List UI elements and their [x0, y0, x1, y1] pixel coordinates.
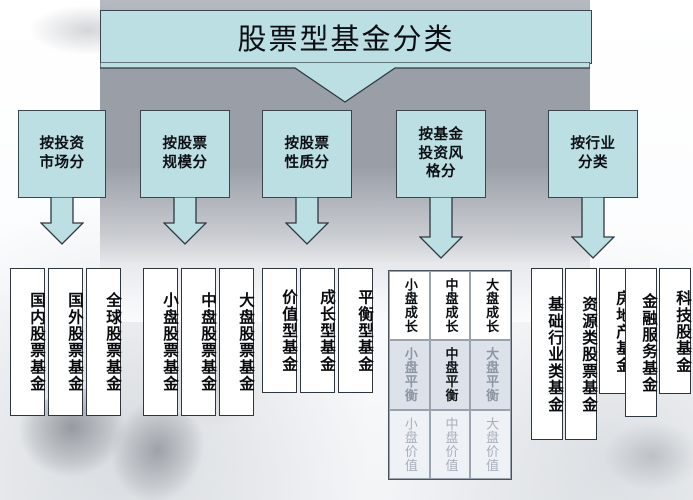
style-cell-small-growth[interactable]: 小盘成长	[389, 271, 430, 341]
leaf-basic-industry-fund[interactable]: 基础行业类基金	[531, 268, 564, 440]
arrow-down-nature-icon	[285, 197, 329, 245]
style-cell-large-value[interactable]: 大盘价值	[470, 409, 511, 479]
arrow-down-industry-icon	[571, 197, 615, 259]
leaf-large-cap-stock-fund[interactable]: 大盘股票基金	[219, 268, 255, 416]
style-cell-mid-value[interactable]: 中盘价值	[429, 409, 471, 479]
category-market-box[interactable]: 按投资 市场分	[18, 110, 106, 198]
category-nature[interactable]: 按股票 性质分	[262, 110, 352, 245]
leaf-domestic-stock-fund[interactable]: 国内股票基金	[10, 268, 46, 416]
category-nature-box[interactable]: 按股票 性质分	[262, 110, 352, 198]
arrow-down-scale-icon	[163, 197, 207, 245]
leaf-global-stock-fund[interactable]: 全球股票基金	[86, 268, 122, 416]
category-scale-box[interactable]: 按股票 规模分	[140, 110, 230, 198]
style-cell-small-balanced[interactable]: 小盘平衡	[389, 340, 430, 410]
category-style-line1: 按基金	[418, 126, 464, 143]
category-industry-box[interactable]: 按行业 分类	[548, 110, 638, 198]
category-industry[interactable]: 按行业 分类	[548, 110, 638, 260]
style-cell-mid-balanced[interactable]: 中盘平衡	[429, 340, 471, 410]
leaf-resource-stock-fund[interactable]: 资源类股票基金	[565, 268, 598, 440]
diagram-title-text: 股票型基金分类	[237, 22, 455, 56]
leaf-value-fund[interactable]: 价值型基金	[262, 268, 298, 393]
arrow-down-market-icon	[40, 197, 84, 245]
diagram-title: 股票型基金分类	[100, 10, 592, 64]
style-matrix: 小盘成长 中盘成长 大盘成长 小盘平衡 中盘平衡 大盘平衡 小盘价值 中盘价值 …	[388, 270, 512, 480]
category-nature-line1: 按股票	[284, 136, 330, 153]
title-chevron-connector	[100, 62, 590, 103]
category-style-line3: 格分	[426, 164, 456, 181]
category-nature-line2: 性质分	[284, 155, 330, 171]
category-style-line2: 投资风	[418, 145, 464, 162]
leaf-technology-stock-fund[interactable]: 科技股基金	[659, 268, 692, 394]
leaf-growth-fund[interactable]: 成长型基金	[300, 268, 336, 393]
category-scale-line1: 按股票	[162, 136, 208, 153]
style-cell-large-balanced[interactable]: 大盘平衡	[470, 340, 511, 410]
category-market[interactable]: 按投资 市场分	[18, 110, 106, 245]
style-cell-mid-growth[interactable]: 中盘成长	[429, 271, 471, 341]
category-scale-line2: 规模分	[162, 155, 208, 171]
category-industry-line2: 分类	[578, 155, 608, 171]
leaf-small-cap-stock-fund[interactable]: 小盘股票基金	[143, 268, 179, 416]
category-market-line2: 市场分	[39, 155, 85, 171]
leaf-mid-cap-stock-fund[interactable]: 中盘股票基金	[181, 268, 217, 416]
leaf-financial-service-fund[interactable]: 金融服务基金	[625, 268, 658, 417]
leaf-balanced-fund[interactable]: 平衡型基金	[338, 268, 374, 393]
leaf-overseas-stock-fund[interactable]: 国外股票基金	[48, 268, 84, 416]
arrow-down-style-icon	[419, 197, 463, 259]
category-style[interactable]: 按基金 投资风 格分	[396, 110, 486, 260]
category-scale[interactable]: 按股票 规模分	[140, 110, 230, 245]
category-industry-line1: 按行业	[570, 136, 616, 153]
category-market-line1: 按投资	[39, 136, 85, 153]
category-style-box[interactable]: 按基金 投资风 格分	[396, 110, 486, 198]
style-cell-small-value[interactable]: 小盘价值	[389, 409, 430, 479]
style-cell-large-growth[interactable]: 大盘成长	[470, 271, 511, 341]
